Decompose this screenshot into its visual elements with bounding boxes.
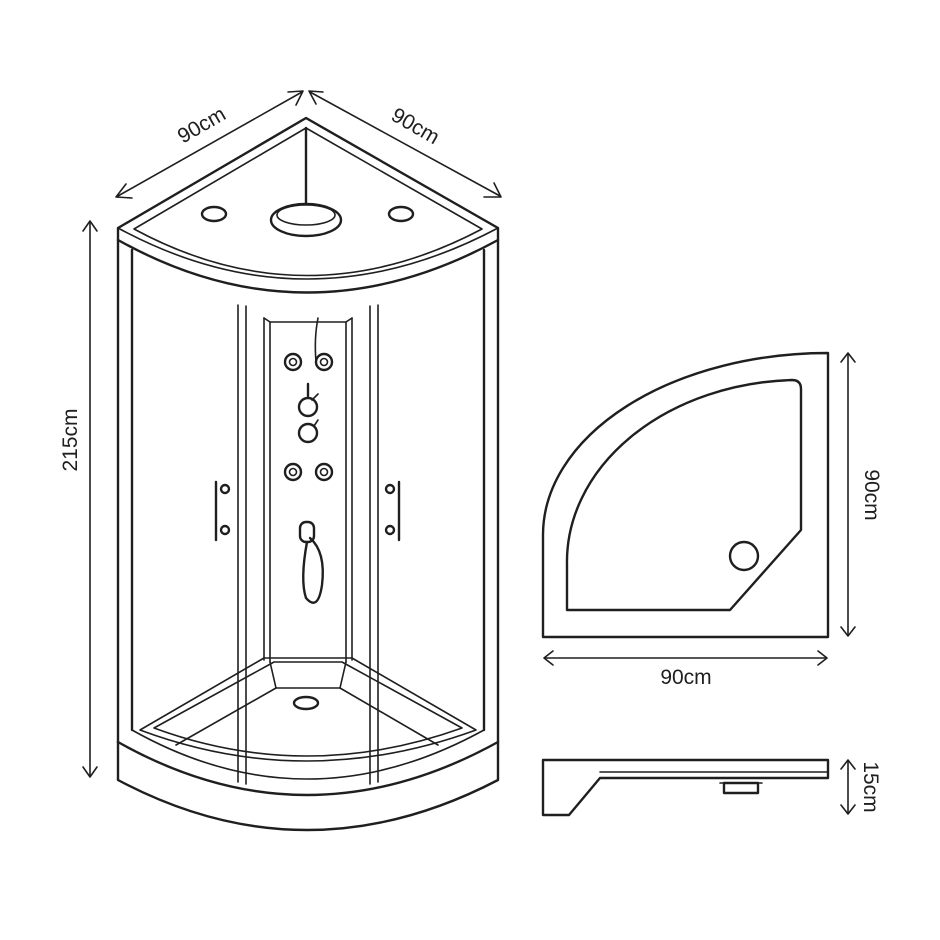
panel-controls: [283, 317, 334, 604]
enclosure-base: [116, 729, 500, 832]
dimension-label-top-right: 90cm: [387, 104, 443, 150]
back-column-panel: [237, 304, 379, 785]
shower-hose: [302, 536, 324, 604]
body-jet-bottom-left-icon: [283, 462, 303, 482]
rain-showerhead-icon: [269, 202, 343, 238]
roof-light-left-icon: [200, 205, 228, 223]
dimension-label-height: 215cm: [59, 408, 82, 471]
door-handles: [214, 480, 401, 542]
tray-drain-icon: [728, 540, 760, 572]
enclosure-roof: [116, 116, 500, 294]
dimension-label-tray-width: 90cm: [660, 666, 711, 689]
shower-enclosure: [116, 116, 500, 832]
tray-side-view: [541, 758, 830, 817]
tray-waste-outlet-icon: [722, 781, 760, 795]
tray-plan-view: [541, 351, 830, 639]
mixer-knob-icon: [297, 396, 319, 418]
dimension-label-top-left: 90cm: [174, 103, 230, 149]
enclosure-drain-icon: [292, 695, 320, 711]
dimension-tray-width: 90cm: [543, 650, 828, 689]
body-jet-top-left-icon: [283, 352, 303, 372]
enclosure-frame: [116, 238, 500, 744]
dimension-height: 215cm: [59, 220, 98, 778]
diverter-knob-icon: [297, 422, 319, 444]
enclosure-tray: [139, 657, 477, 762]
dimension-label-tray-height: 15cm: [859, 761, 882, 812]
dimension-tray-height: 15cm: [840, 759, 882, 815]
roof-light-right-icon: [387, 205, 415, 223]
dimension-label-tray-depth: 90cm: [860, 469, 883, 520]
body-jet-top-right-icon: [314, 352, 334, 372]
body-jet-bottom-right-icon: [314, 462, 334, 482]
dimension-tray-depth: 90cm: [840, 352, 883, 637]
